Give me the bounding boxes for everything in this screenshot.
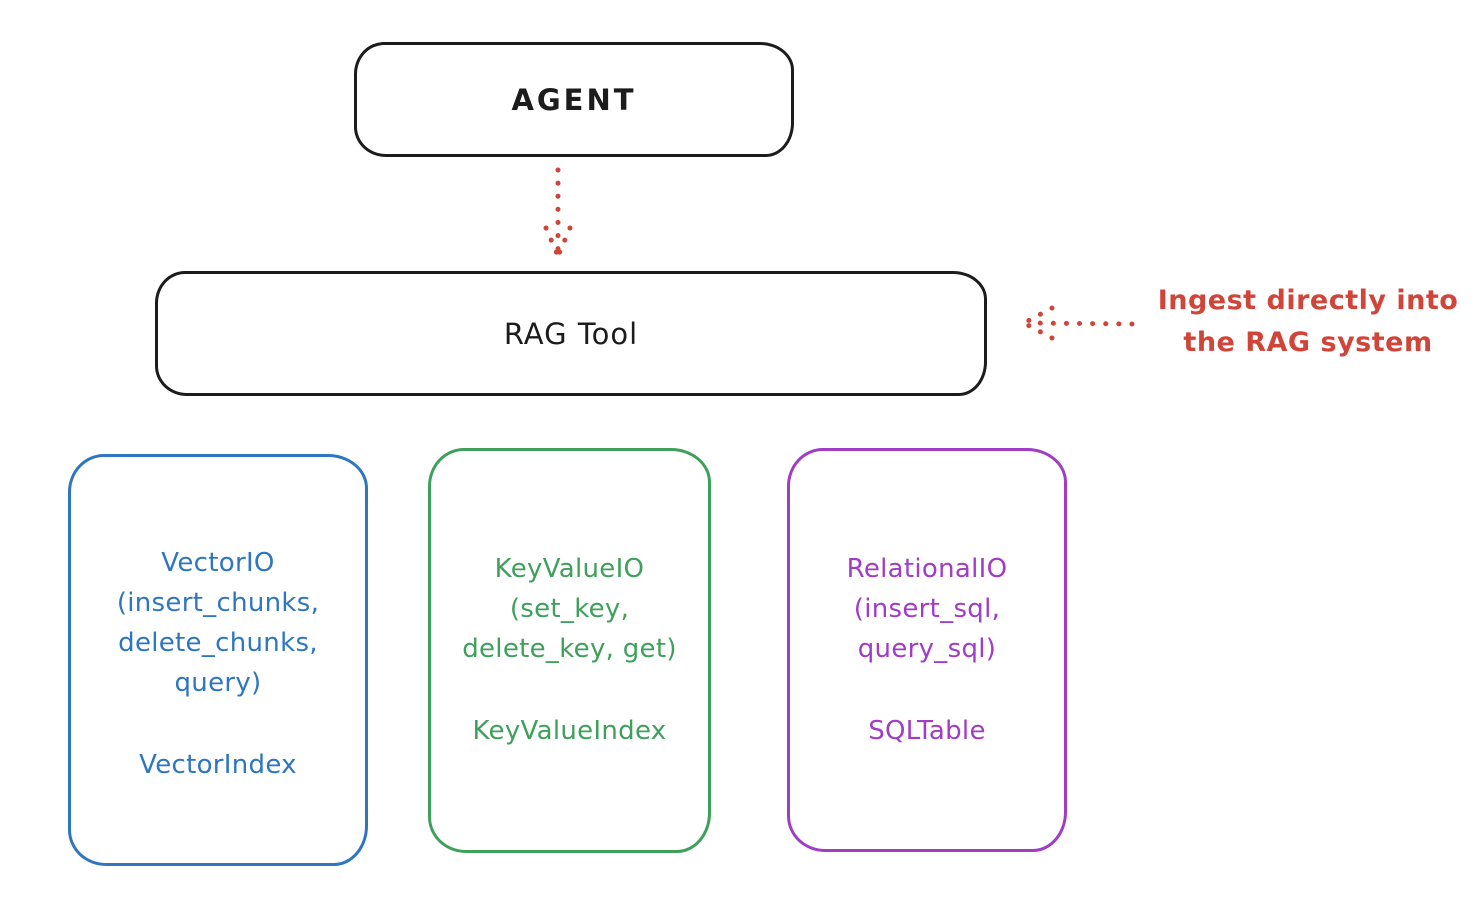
ingest-note: Ingest directly into the RAG system bbox=[1138, 280, 1478, 364]
box-text-line: (set_key, bbox=[509, 594, 630, 624]
sql-table-label: SQLTable bbox=[868, 716, 986, 746]
box-text-line: delete_chunks, bbox=[118, 628, 318, 658]
ingest-note-line1: Ingest directly into bbox=[1157, 285, 1459, 316]
agent-to-ragtool-arrow-icon bbox=[543, 167, 573, 259]
box-text-line: (insert_chunks, bbox=[116, 588, 320, 618]
box-text-line: query_sql) bbox=[857, 634, 997, 664]
ingest-note-line2: the RAG system bbox=[1183, 327, 1433, 358]
vector-io-box: VectorIO (insert_chunks, delete_chunks, … bbox=[68, 454, 368, 866]
agent-label: AGENT bbox=[511, 82, 637, 117]
relational-io-box: RelationalIO (insert_sql, query_sql) SQL… bbox=[787, 448, 1067, 852]
keyvalue-io-box: KeyValueIO (set_key, delete_key, get) Ke… bbox=[428, 448, 711, 853]
keyvalue-io-text: KeyValueIO (set_key, delete_key, get) bbox=[462, 549, 677, 669]
rag-tool-node: RAG Tool bbox=[155, 271, 987, 396]
vector-index-label: VectorIndex bbox=[139, 750, 297, 780]
box-text-line: delete_key, get) bbox=[462, 634, 677, 664]
box-text-line: KeyValueIO bbox=[494, 554, 645, 584]
rag-tool-label: RAG Tool bbox=[503, 316, 639, 351]
keyvalue-index-label: KeyValueIndex bbox=[472, 716, 667, 746]
box-text-line: RelationalIO bbox=[846, 554, 1008, 584]
box-text-line: (insert_sql, bbox=[853, 594, 1001, 624]
box-text-line: query) bbox=[174, 668, 262, 698]
box-text-line: VectorIO bbox=[161, 548, 275, 578]
vector-io-text: VectorIO (insert_chunks, delete_chunks, … bbox=[117, 543, 319, 703]
relational-io-text: RelationalIO (insert_sql, query_sql) bbox=[847, 549, 1008, 669]
agent-node: AGENT bbox=[354, 42, 794, 157]
ingest-arrow-icon bbox=[1021, 305, 1135, 341]
